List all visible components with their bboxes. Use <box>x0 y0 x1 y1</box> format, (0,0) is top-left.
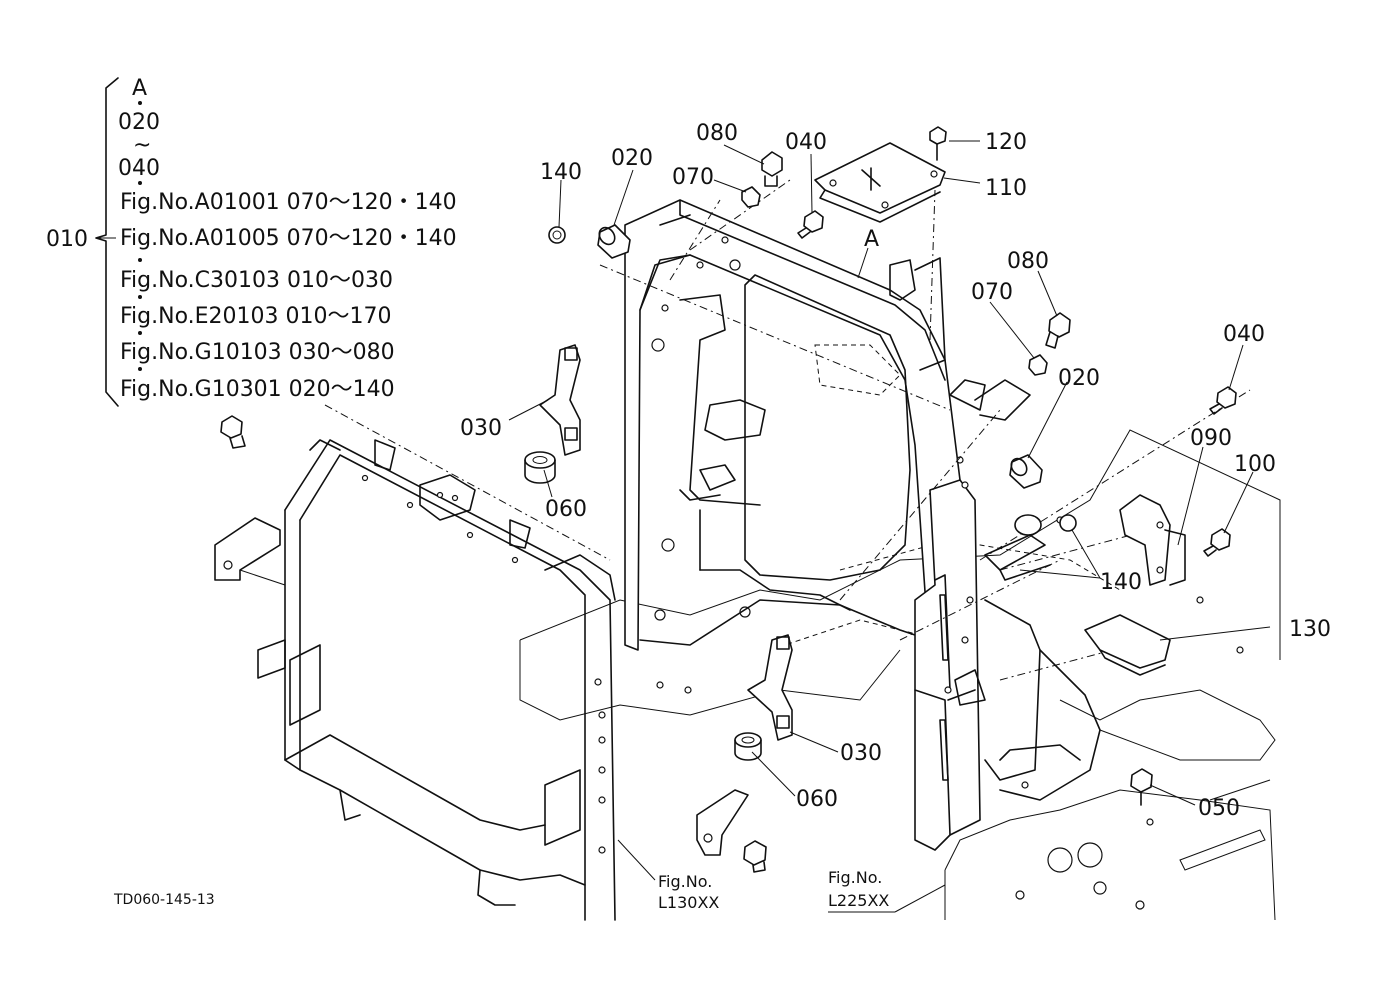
part-080-bolt-right <box>1045 312 1071 349</box>
legend: A 020 ~ 040 010 Fig.No.A01001 070～120・14… <box>46 76 457 407</box>
legend-sub-tilde: ~ <box>133 133 151 158</box>
part-070-washer-right <box>1028 354 1048 376</box>
part-050-bolt <box>1130 768 1153 806</box>
legend-ref: Fig.No.E20103 010～170 <box>120 304 392 329</box>
bolt-left <box>220 415 246 449</box>
callout-120: 120 <box>985 130 1027 155</box>
callout-detail-a: A <box>864 227 879 252</box>
bolt-lower-mid <box>743 840 767 873</box>
callout-050: 050 <box>1198 796 1240 821</box>
legend-ref: Fig.No.G10103 030～080 <box>120 340 395 365</box>
legend-sub-020: 020 <box>118 110 160 135</box>
callout-030: 030 <box>460 416 502 441</box>
callout-140: 140 <box>540 160 582 185</box>
callout-040: 040 <box>1223 322 1265 347</box>
lower-mid-bracket <box>696 789 749 856</box>
part-030-bracket-left <box>539 344 581 456</box>
fig-ref-right-line2: L225XX <box>828 891 889 910</box>
legend-group-label: 010 <box>46 227 88 252</box>
legend-ref: Fig.No.G10301 020～140 <box>120 377 395 402</box>
callout-030: 030 <box>840 741 882 766</box>
part-020-spacer-right <box>1009 454 1043 489</box>
cab-back-panel <box>599 179 1251 851</box>
legend-ref: Fig.No.A01005 070～120・140 <box>120 226 457 251</box>
callouts: 140 020 080 070 040 120 110 A 080 070 02… <box>460 121 1331 821</box>
callout-080: 080 <box>1007 249 1049 274</box>
legend-brace <box>95 77 119 407</box>
callout-100: 100 <box>1234 452 1276 477</box>
upper-right-bracket <box>889 257 1031 421</box>
callout-090: 090 <box>1190 426 1232 451</box>
callout-070: 070 <box>672 165 714 190</box>
legend-ref: Fig.No.A01001 070～120・140 <box>120 190 457 215</box>
callout-060: 060 <box>545 497 587 522</box>
part-110-plate <box>814 142 946 223</box>
fig-references: Fig.No. L130XX Fig.No. L225XX <box>658 868 889 912</box>
callout-040: 040 <box>785 130 827 155</box>
callout-130: 130 <box>1289 617 1331 642</box>
part-040-bolt-top <box>797 210 824 239</box>
part-070-washer-top <box>741 186 761 208</box>
drawing-id: TD060-145-13 <box>113 892 215 908</box>
leader-lines <box>508 140 1271 913</box>
part-060-mount-mid <box>734 732 762 761</box>
legend-sub-040: 040 <box>118 156 160 181</box>
legend-dot <box>138 101 142 105</box>
callout-020: 020 <box>611 146 653 171</box>
callout-110: 110 <box>985 176 1027 201</box>
callout-060: 060 <box>796 787 838 812</box>
base-frame-outline <box>519 429 1281 921</box>
callout-080: 080 <box>696 121 738 146</box>
part-030-bracket-mid <box>747 634 793 741</box>
part-140-cap-right <box>984 514 1077 581</box>
legend-ref: Fig.No.C30103 010～030 <box>120 268 393 293</box>
part-130-pad <box>1084 614 1171 676</box>
part-040-bolt-right <box>1209 386 1237 415</box>
callout-140: 140 <box>1100 570 1142 595</box>
part-140-cap-top <box>548 226 566 244</box>
legend-dot <box>138 331 142 335</box>
legend-dot <box>138 258 142 262</box>
part-100-bolt <box>1203 528 1231 557</box>
part-020-spacer-top <box>597 224 631 259</box>
fig-ref-left-line1: Fig.No. <box>658 872 712 891</box>
part-120-screw <box>929 126 947 161</box>
part-060-mount-left <box>524 451 556 484</box>
legend-dot <box>138 367 142 371</box>
fig-ref-right-line1: Fig.No. <box>828 868 882 887</box>
fig-ref-left-line2: L130XX <box>658 893 719 912</box>
part-080-bolt-top <box>761 151 783 187</box>
legend-sub-a: A <box>132 76 147 101</box>
callout-020: 020 <box>1058 366 1100 391</box>
part-090-bracket <box>1119 494 1186 586</box>
legend-dot <box>138 295 142 299</box>
left-window-frame <box>214 404 616 921</box>
callout-070: 070 <box>971 280 1013 305</box>
legend-dot <box>138 181 142 185</box>
